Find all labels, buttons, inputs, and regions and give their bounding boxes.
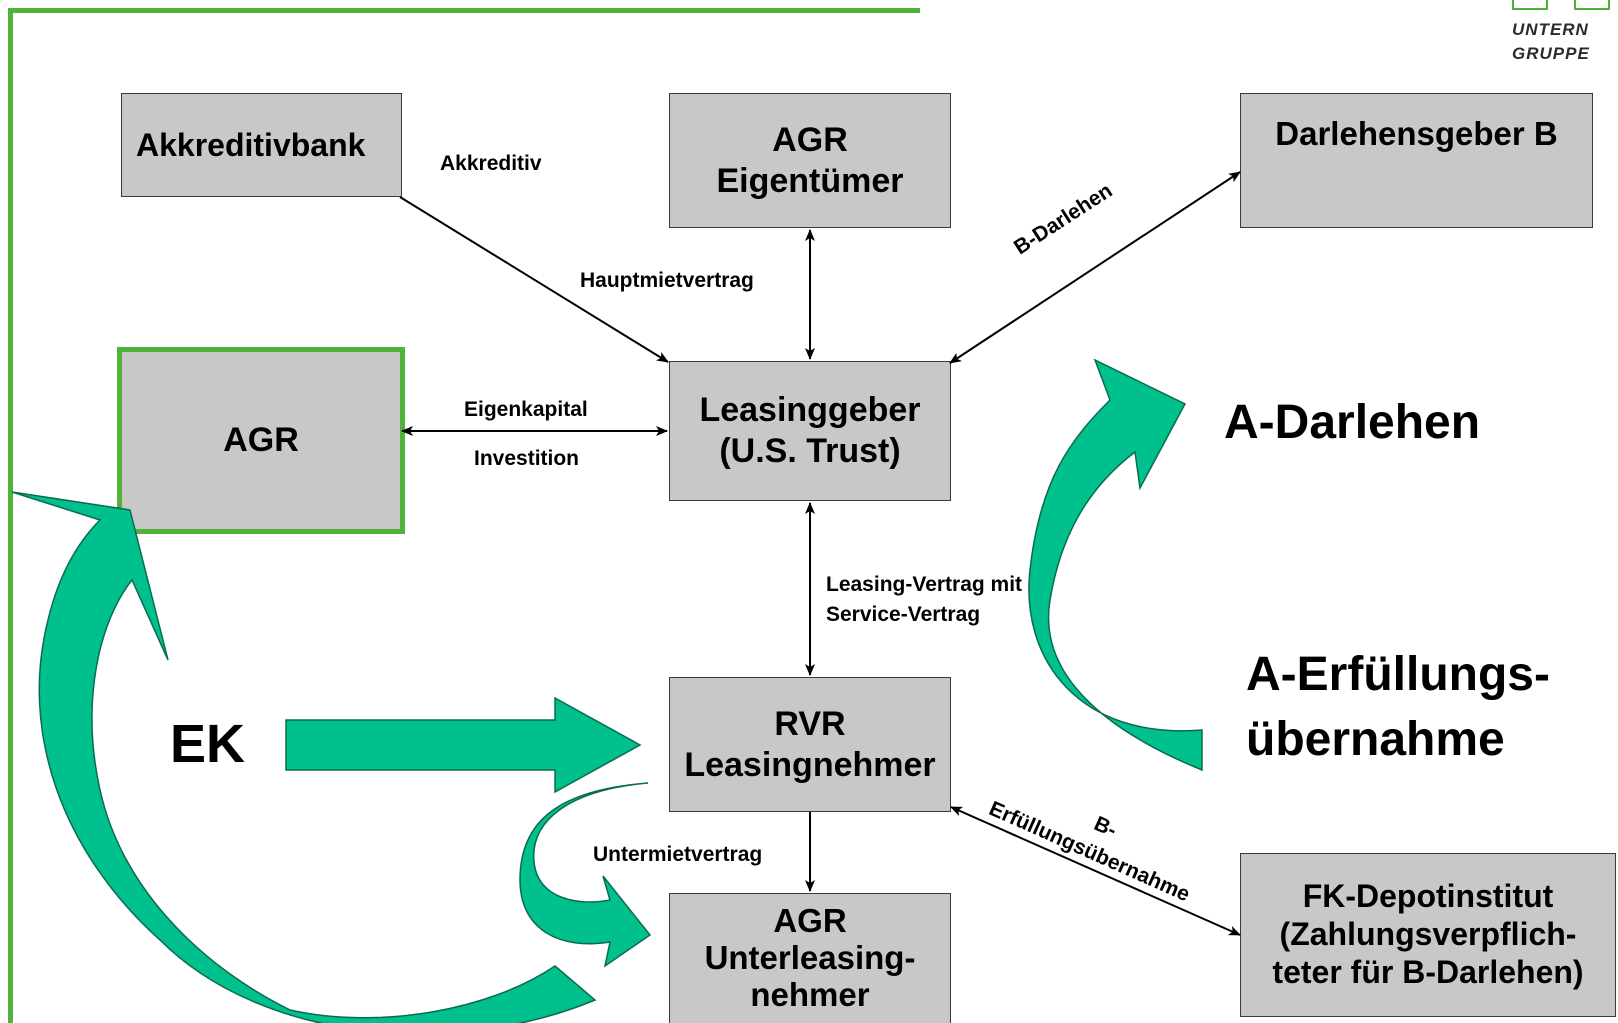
label-akkreditiv: Akkreditiv xyxy=(440,152,542,175)
connector-akkreditiv xyxy=(399,196,669,363)
logo-square-right xyxy=(1574,0,1610,10)
connector-b-erfuellung xyxy=(950,806,1241,936)
label-a-darlehen: A-Darlehen xyxy=(1224,396,1481,449)
label-ek: EK xyxy=(170,714,246,774)
flow-arrow-ek xyxy=(285,696,642,794)
box-agr-line1: AGR xyxy=(223,421,299,460)
flow-arrow-untermiet xyxy=(519,782,652,968)
label-untermietvertrag: Untermietvertrag xyxy=(593,843,763,866)
frame-left-line xyxy=(8,8,13,1023)
flow-arrow-ek-return xyxy=(11,491,597,1023)
label-investition: Investition xyxy=(474,447,580,470)
box-rvr-line2: Leasingnehmer xyxy=(684,745,936,784)
box-agr-eigentuemer-line1: AGR xyxy=(772,120,848,159)
box-leasinggeber-line2: (U.S. Trust) xyxy=(719,432,901,470)
label-a-erfuellung-line1: A-Erfüllungs- xyxy=(1246,648,1550,701)
frame-top-line xyxy=(8,8,920,13)
box-agr-unterleasing-line2: Unterleasing- xyxy=(704,939,916,977)
label-leasing-vertrag-line1: Leasing-Vertrag mit xyxy=(826,573,1023,596)
box-rvr-line1: RVR xyxy=(774,704,846,743)
box-fk-depotinstitut: FK-Depotinstitut (Zahlungsverpflich- tet… xyxy=(1240,853,1616,1017)
box-agr-unterleasing-line1: AGR xyxy=(773,902,847,940)
box-fk-depot-line3: teter für B-Darlehen) xyxy=(1272,953,1584,990)
label-hauptmietvertrag: Hauptmietvertrag xyxy=(580,269,754,292)
box-fk-depot-line2: (Zahlungsverpflich- xyxy=(1279,916,1577,953)
label-leasing-vertrag-line2: Service-Vertrag xyxy=(826,603,981,626)
box-akkreditivbank-line1: Akkreditivbank xyxy=(136,126,366,163)
label-a-erfuellung-line2: übernahme xyxy=(1246,713,1505,766)
logo-square-left xyxy=(1512,0,1548,10)
box-fk-depot-line1: FK-Depotinstitut xyxy=(1302,878,1554,915)
box-leasinggeber-line1: Leasinggeber xyxy=(699,391,921,430)
box-agr-eigentuemer: AGR Eigentümer xyxy=(669,93,951,228)
box-darlehensgeber-b-line1: Darlehensgeber B xyxy=(1275,115,1558,152)
box-darlehensgeber-b: Darlehensgeber B xyxy=(1240,93,1593,228)
logo-text-line2: GRUPPE xyxy=(1512,44,1590,63)
box-akkreditivbank: Akkreditivbank xyxy=(121,93,402,197)
box-rvr-leasingnehmer: RVR Leasingnehmer xyxy=(669,677,951,812)
logo-text-line1: UNTERN xyxy=(1512,20,1589,39)
box-agr-unterleasing-line3: nehmer xyxy=(750,975,870,1013)
box-agr-eigentuemer-line2: Eigentümer xyxy=(716,161,904,200)
connector-b-darlehen xyxy=(949,171,1241,364)
box-leasinggeber: Leasinggeber (U.S. Trust) xyxy=(669,361,951,501)
label-eigenkapital: Eigenkapital xyxy=(464,398,588,421)
box-agr-unterleasingnehmer: AGR Unterleasing- nehmer xyxy=(669,893,951,1023)
box-agr: AGR xyxy=(117,347,405,534)
flow-arrow-a-darlehen xyxy=(1028,358,1203,772)
